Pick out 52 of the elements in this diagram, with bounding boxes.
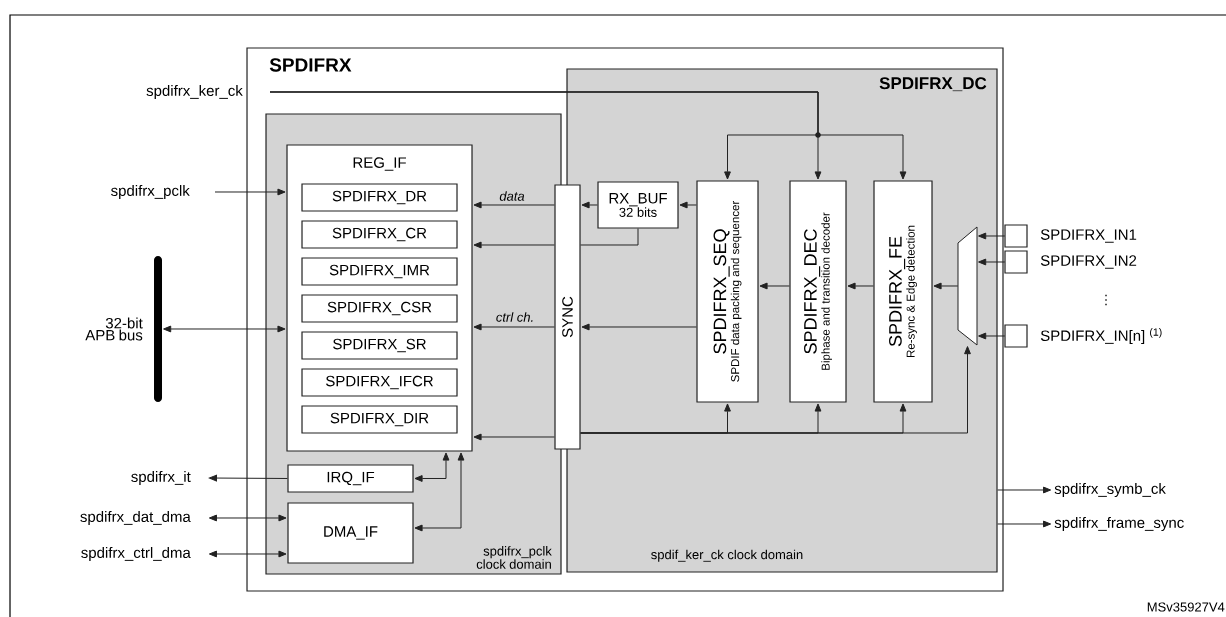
arrow <box>414 452 465 532</box>
sync-box: SYNC <box>554 184 581 450</box>
arrow <box>473 323 555 331</box>
arrow <box>214 188 286 196</box>
buffer-box: RX_BUF 32 bits <box>597 181 679 229</box>
arrow <box>473 241 555 249</box>
arrow <box>997 486 1052 494</box>
arrow <box>473 433 555 441</box>
pin-label: SPDIFRX_IN2 <box>1040 255 1137 269</box>
figure-code: MSv35927V4 <box>1147 602 1225 612</box>
interface-box: IRQ_IF <box>287 464 414 493</box>
arrow <box>163 325 286 333</box>
arrow <box>580 346 971 434</box>
arrow <box>759 282 790 290</box>
arrow <box>473 201 555 209</box>
signal-label: spdifrx_pclk <box>111 185 190 199</box>
arrow <box>847 282 874 290</box>
arrow <box>581 323 697 331</box>
signal-label: spdifrx_it <box>131 471 191 485</box>
bus-label: 32-bit APB bus <box>85 317 143 341</box>
register-box: SPDIFRX_CR <box>301 220 458 249</box>
function-block: SPDIFRX_DEC Biphase and transition decoder <box>789 180 847 403</box>
ellipsis-mark: ⋮ <box>1105 294 1107 306</box>
signal-label: spdifrx_symb_ck <box>1054 483 1166 497</box>
arrow <box>997 520 1052 528</box>
signal-label: spdifrx_dat_dma <box>80 511 191 525</box>
register-box: SPDIFRX_CSR <box>301 294 458 323</box>
arrow <box>581 201 598 209</box>
arrow <box>978 232 1006 240</box>
register-box: SPDIFRX_IFCR <box>301 368 458 397</box>
signal-label: spdifrx_frame_sync <box>1054 517 1184 531</box>
arrow <box>933 282 959 290</box>
arrow <box>208 514 287 522</box>
arrow <box>978 258 1006 266</box>
arrow <box>208 550 287 558</box>
register-box: SPDIFRX_SR <box>301 331 458 360</box>
arrow <box>208 474 288 482</box>
arrow <box>679 201 697 209</box>
pin-label: SPDIFRX_IN1 <box>1040 229 1137 243</box>
edge-label: data <box>498 190 526 202</box>
edge-label: ctrl ch. <box>494 311 536 323</box>
register-box: SPDIFRX_DIR <box>301 405 458 434</box>
interface-box: DMA_IF <box>287 502 414 564</box>
function-block: SPDIFRX_SEQ SPDIF data packing and sequencer <box>696 180 759 403</box>
pin-label: SPDIFRX_IN[n] $^{(1)}$ <box>1040 328 1162 344</box>
arrow <box>978 332 1006 340</box>
function-block: SPDIFRX_FE Re-sync & Edge detection <box>873 180 933 403</box>
signal-label: spdifrx_ctrl_dma <box>81 547 191 561</box>
register-box: SPDIFRX_DR <box>301 183 458 212</box>
signal-label: spdifrx_ker_ck <box>146 85 243 99</box>
arrow <box>414 452 450 482</box>
register-box: SPDIFRX_IMR <box>301 257 458 286</box>
